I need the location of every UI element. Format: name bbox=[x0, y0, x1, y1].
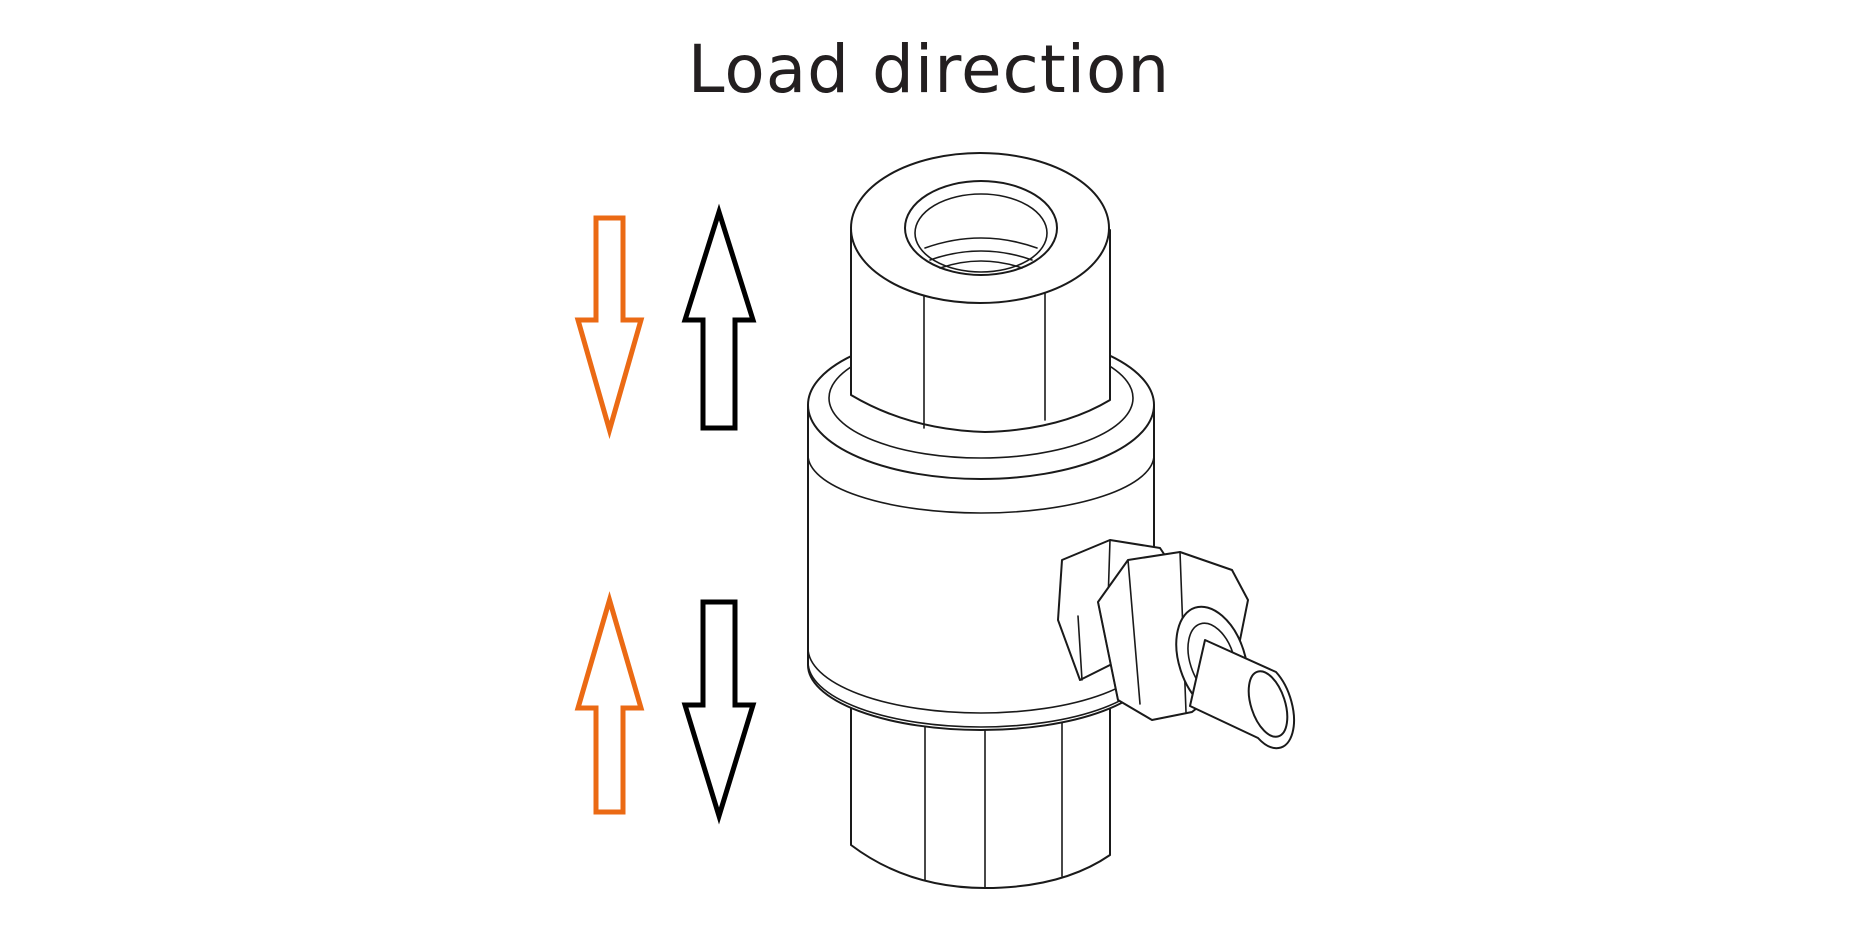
bottom-hex-fitting bbox=[850, 689, 1111, 889]
cable bbox=[1189, 639, 1296, 750]
load-cell-illustration bbox=[807, 152, 1296, 889]
arrow-top-right-up-black bbox=[681, 203, 757, 431]
arrow-bottom-left-up-orange bbox=[574, 591, 645, 815]
arrow-top-left-down-orange bbox=[574, 215, 645, 440]
arrow-bottom-right-down-black bbox=[681, 599, 757, 825]
diagram-title: Load direction bbox=[687, 31, 1171, 108]
top-hex-fitting bbox=[850, 152, 1111, 433]
threaded-bore bbox=[904, 180, 1058, 276]
